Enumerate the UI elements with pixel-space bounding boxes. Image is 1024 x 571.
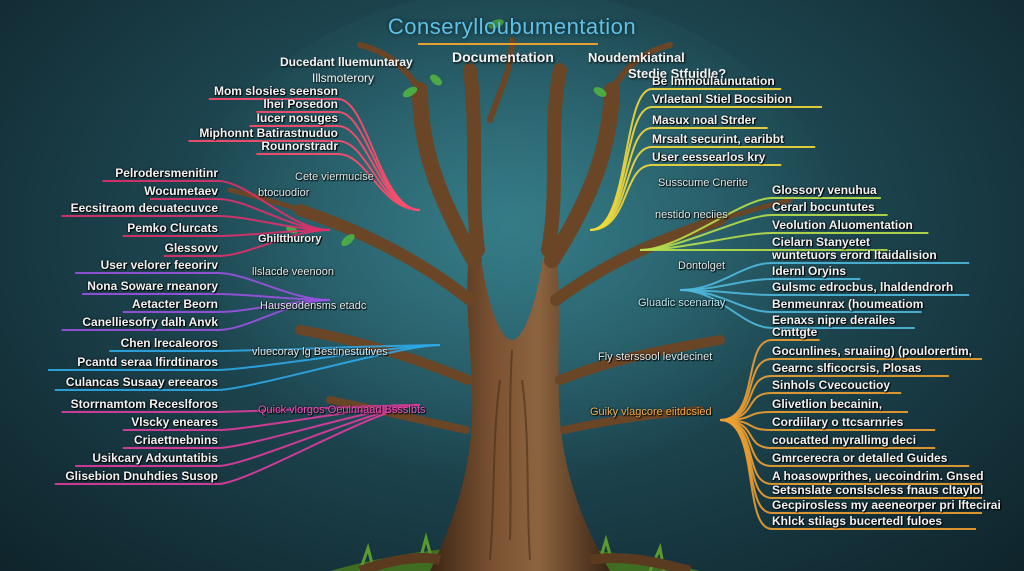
caption-ghilthurory: Ghiltthurory <box>258 233 322 245</box>
caption-quick: Quick vlorgos Oeulnnaad Bssslbts <box>258 404 426 416</box>
branch-label-orange-10: Gecpirosless my aeeneorper pri lftecirai <box>772 498 1001 512</box>
branch-line-red-4 <box>256 153 421 211</box>
caption-dontelget: Dontolget <box>678 260 726 272</box>
branch-line-yellow-4 <box>589 164 782 231</box>
branch-label-yellow-1: Vrlaetanl Stiel Bocsibion <box>652 92 793 106</box>
branch-label-yellow-3: Mrsalt securint, earibbt <box>652 132 785 146</box>
branch-line-magenta-0 <box>61 404 421 413</box>
branch-label-orange-4: Glivetlion becainin, <box>772 397 883 411</box>
branch-label-lime-3: Cielarn Stanyetet <box>772 235 871 249</box>
branch-label-orange-1: Gocunlines, sruaiing) (poulorertim, <box>772 344 973 358</box>
branch-label-pink-2: Eecsitraom decuatecuvce <box>70 201 218 215</box>
branch-label-cyan-3: Benmeunrax (houmeatiom <box>772 297 924 311</box>
branch-line-orange-0 <box>719 339 820 421</box>
caption-hauseo: Hauseodensms etadc <box>260 300 367 312</box>
branch-label-red-3: Miphonnt Batirastnuduo <box>199 126 338 140</box>
tree-trunk <box>430 250 610 571</box>
branch-label-red-0: Mom slosies seenson <box>213 84 338 98</box>
branch-label-cyan-4: Eenaxs nipre derailes <box>772 313 896 327</box>
branch-label-cyan-0: wuntetuors erord ltaidalision <box>772 248 937 262</box>
branch-label-magenta-0: Storrnamtom Receslforos <box>70 397 218 411</box>
branch-label-cyan-1: Idernl Oryins <box>772 264 847 278</box>
caption-sususcume: Susscume Cnerite <box>658 177 748 189</box>
branch-label-magenta-4: Glisebion Dnuhdies Susop <box>65 469 218 483</box>
branch-label-red-1: lhei Posedon <box>263 97 338 111</box>
branch-label-orange-3: Sinhols Cvecouctioy <box>772 378 891 392</box>
branch-label-orange-7: Gmrcerecra or detalled Guides <box>772 451 948 465</box>
branch-label-lime-1: Cerarl bocuntutes <box>772 200 875 214</box>
branch-line-magenta-4 <box>54 404 421 485</box>
subtitle-left: Ducedant lluemuntaray <box>280 55 413 69</box>
subtitle-center: Documentation <box>452 49 554 65</box>
branch-line-orange-11 <box>719 419 976 530</box>
branch-label-lime-2: Veolution Aluomentation <box>772 218 913 232</box>
branch-label-magenta-3: Usikcary Adxuntatibis <box>92 451 218 465</box>
branch-label-orange-6: coucatted myrallimg deci <box>772 433 917 447</box>
branch-label-orange-0: Cmttgte <box>772 325 818 339</box>
branch-label-purple-0: User velorer feeorirv <box>100 258 218 272</box>
branch-label-magenta-1: Vlscky eneares <box>131 415 218 429</box>
branch-label-pink-1: Wocumetaev <box>144 184 218 198</box>
tree-branches <box>227 37 793 434</box>
branch-label-blue-2: Culancas Susaay ereearos <box>65 375 218 389</box>
subtitle-left-2: Illsmoterory <box>312 71 375 85</box>
branch-label-pink-3: Pemko Clurcats <box>127 221 218 235</box>
branch-line-blue-0 <box>109 344 441 352</box>
branch-label-purple-3: Canelliesofry dalh Anvk <box>82 315 218 329</box>
branch-label-magenta-2: Criaettnebnins <box>133 433 218 447</box>
branch-line-pink-4 <box>163 229 331 257</box>
branch-line-cyan-4 <box>679 289 915 329</box>
branch-label-red-4: Rounorstradr <box>261 139 338 153</box>
branch-label-orange-8: A hoasowprithes, uecoindrim. Gnsed <box>772 469 984 483</box>
branch-label-yellow-4: User eessearlos kry <box>652 150 766 164</box>
diagram-title: Conserylloubumentation <box>387 14 637 39</box>
caption-gluadic: Gluadic scenariay <box>638 297 726 309</box>
subtitle-right: Noudemkiatinal <box>588 50 685 65</box>
branch-label-orange-2: Gearnc slficocrsis, Plosas <box>772 361 922 375</box>
caption-vuecoray: vluecoray lg Bestinestutives <box>252 346 388 358</box>
branch-label-purple-1: Nona Soware rneanory <box>87 279 218 293</box>
caption-fly: Fly sterssool levdecinet <box>598 351 713 363</box>
branch-label-orange-9: Setsnslate conslscless fnaus cltaylol <box>772 483 984 497</box>
caption-cete: Cete viermucise <box>295 171 374 183</box>
branch-label-red-2: Iucer nosuges <box>256 111 338 125</box>
title-underline <box>418 43 598 45</box>
branch-line-purple-3 <box>61 299 331 331</box>
branch-label-orange-11: Khlck stilags bucertedl fuloes <box>772 514 943 528</box>
branch-label-pink-4: Glessovv <box>164 241 218 255</box>
branch-label-yellow-0: Be lmmoulaunutation <box>652 74 775 88</box>
branch-label-blue-1: Pcantd seraa lfirdtinaros <box>77 355 218 369</box>
branch-label-blue-0: Chen lrecaleoros <box>120 336 218 350</box>
caption-btocuodior: btocuodior <box>258 187 310 199</box>
subtitle-right-2: Stedie Stfuidle? <box>628 66 727 81</box>
caption-guiky: Guiky vlagcore eiitdcsied <box>590 406 712 418</box>
caption-lslacde: llslacde veenoon <box>252 266 334 278</box>
tree-roots <box>358 553 692 571</box>
branch-label-pink-0: Pelrodersmenitinr <box>115 166 218 180</box>
branch-label-purple-2: Aetacter Beorn <box>131 297 218 311</box>
branch-label-orange-5: Cordiilary o ttcsarnries <box>772 415 904 429</box>
branch-label-cyan-2: Gulsmc edrocbus, lhaldendrorh <box>772 280 954 294</box>
branch-label-yellow-2: Masux noal Strder <box>652 113 757 127</box>
branch-label-lime-0: Glossory venuhua <box>772 183 877 197</box>
caption-nestido: nestido neciies <box>655 209 728 221</box>
branch-line-blue-2 <box>54 344 441 391</box>
